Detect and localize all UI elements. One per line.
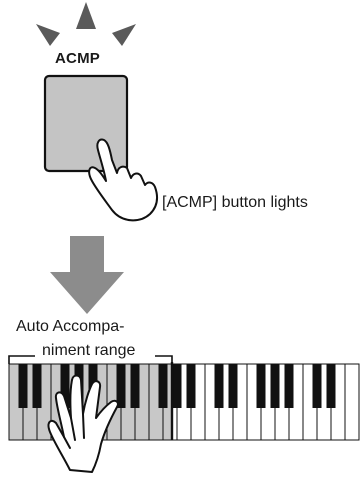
black-key (130, 364, 140, 408)
white-key (344, 363, 360, 441)
auto-accompaniment-range-label-line2: niment range (42, 342, 136, 359)
black-key (214, 364, 224, 408)
black-key (60, 364, 70, 408)
black-key (284, 364, 294, 408)
black-key (256, 364, 266, 408)
black-key (158, 364, 168, 408)
black-key (326, 364, 336, 408)
black-key (32, 364, 42, 408)
left-hand-icon (47, 374, 119, 473)
black-key (186, 364, 196, 408)
black-key (228, 364, 238, 408)
black-key (270, 364, 280, 408)
acmp-button-label: ACMP (55, 50, 100, 67)
acmp-button (43, 74, 129, 173)
down-arrow-icon (50, 236, 124, 314)
auto-accompaniment-range-label-line1: Auto Accompa- (16, 318, 125, 335)
keyboard (8, 362, 360, 441)
light-indicator-icon (36, 2, 136, 46)
black-key (172, 364, 182, 408)
black-key (116, 364, 126, 408)
range-bracket (8, 355, 173, 364)
black-key (18, 364, 28, 408)
pointing-hand-icon (88, 138, 159, 222)
black-key (312, 364, 322, 408)
button-lights-caption: [ACMP] button lights (162, 194, 308, 211)
